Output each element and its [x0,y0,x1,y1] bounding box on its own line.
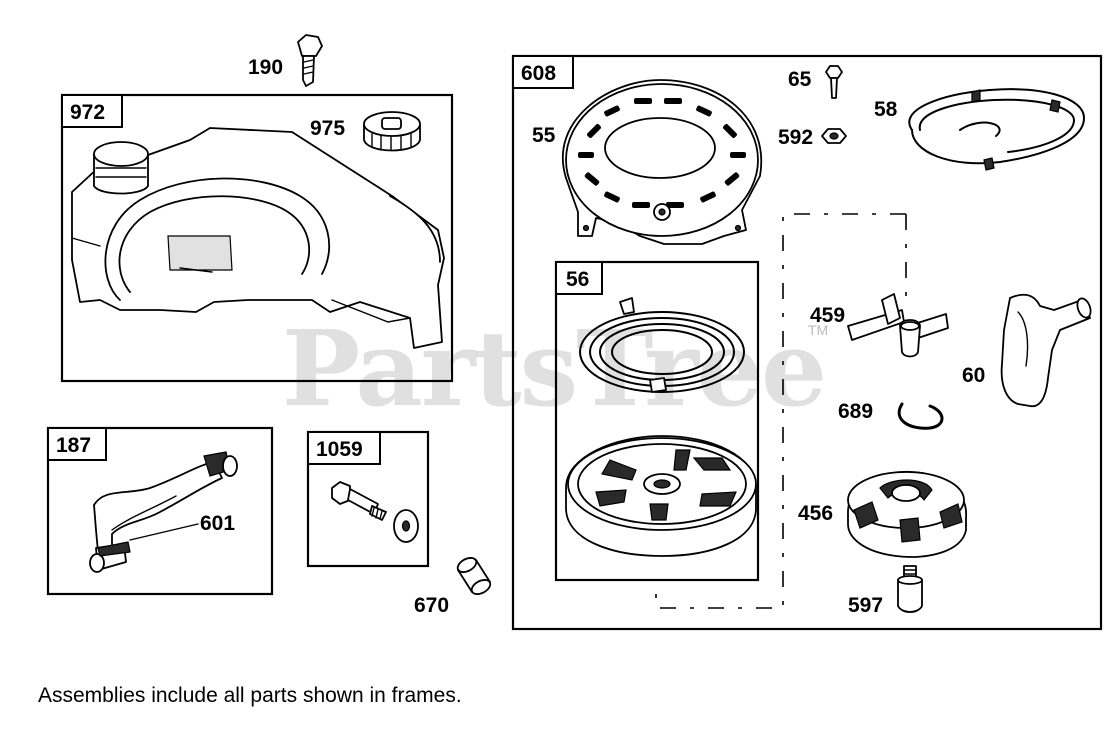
part-975-label: 975 [310,117,345,140]
frame-1059-tag-box [307,431,381,465]
starter-rope-58-part[interactable] [908,88,1086,171]
part-58-label: 58 [874,98,898,121]
part-601-leader [129,523,199,541]
frame-1059-label: 1059 [316,438,363,461]
shoulder-bolt-1059-part[interactable] [331,481,387,521]
recoil-spring-part[interactable] [579,297,745,393]
part-60-label: 60 [962,364,985,387]
starter-pulley-part[interactable] [565,435,757,557]
assembly-dash-line [655,213,906,609]
spacer-670-part[interactable] [455,555,492,597]
frame-187-tag-box [47,427,107,461]
frame-56 [554,260,760,582]
frame-56-label: 56 [566,268,589,291]
retaining-ring-689-part[interactable] [897,402,944,430]
ratchet-cam-456-part[interactable] [847,470,967,558]
part-601-label: 601 [200,512,235,535]
part-65-label: 65 [788,68,812,91]
frame-972 [60,93,454,383]
frame-56-tag-box [555,261,603,295]
screw-597-part[interactable] [897,565,923,613]
nut-592-part[interactable] [821,128,847,144]
part-689-label: 689 [838,400,873,423]
screw-65-part[interactable] [825,65,843,99]
frame-608-tag-box [512,55,574,89]
watermark-text: PartsTree [282,307,825,430]
part-190-label: 190 [248,56,283,79]
fuel-tank-part[interactable] [71,127,445,349]
starter-housing-55-part[interactable] [562,79,763,245]
frame-972-label: 972 [70,101,105,124]
frame-972-tag-box [61,94,123,128]
washer-1059-part[interactable] [393,509,419,543]
part-55-label: 55 [532,124,556,147]
fuel-cap-975-part[interactable] [363,111,421,152]
frame-187-label: 187 [56,434,91,457]
assemblies-note: Assemblies include all parts shown in fr… [38,684,462,707]
frame-608-label: 608 [521,62,556,85]
fuel-line-hose-601-part[interactable] [89,451,238,573]
bolt-190-part[interactable] [297,34,323,87]
frame-608 [511,54,1103,631]
part-670-label: 670 [414,594,449,617]
part-597-label: 597 [848,594,883,617]
part-456-label: 456 [798,502,833,525]
part-459-label: 459 [810,304,845,327]
part-592-label: 592 [778,126,813,149]
starter-handle-60-part[interactable] [1000,293,1093,408]
pawl-459-part[interactable] [847,293,949,358]
watermark-trademark: TM [808,322,828,338]
frame-187 [46,426,274,596]
